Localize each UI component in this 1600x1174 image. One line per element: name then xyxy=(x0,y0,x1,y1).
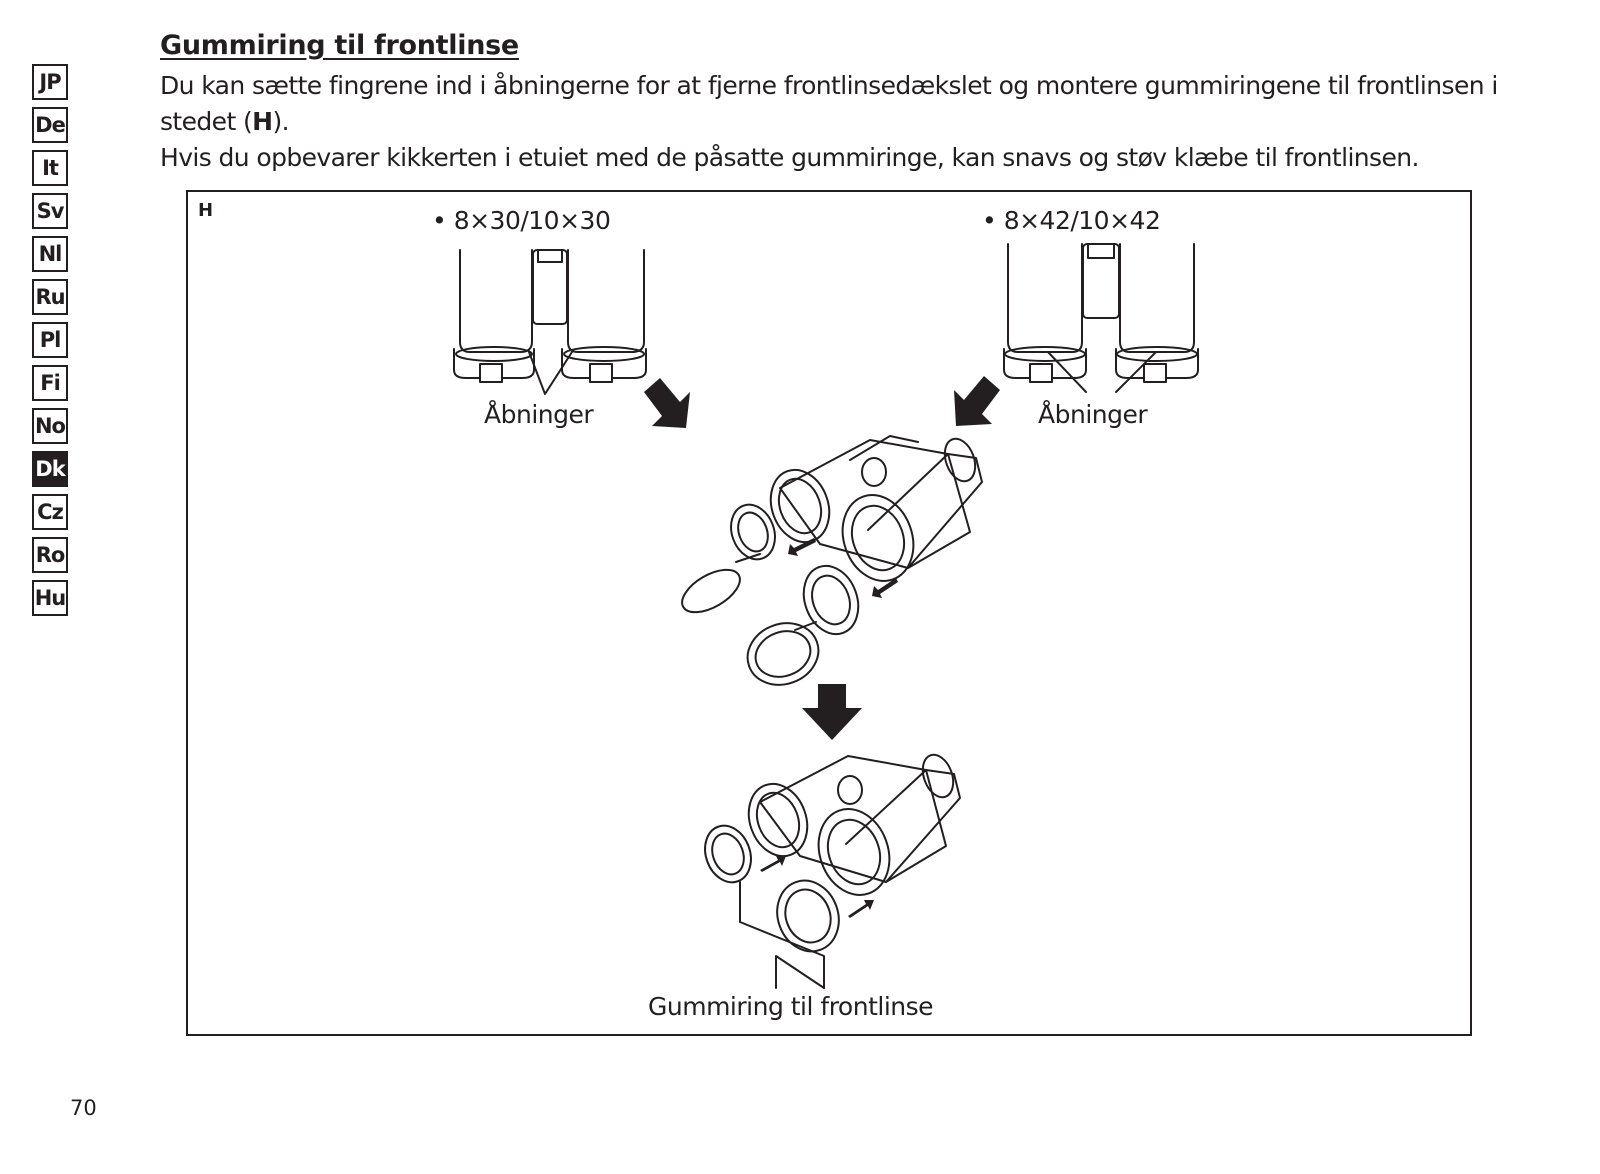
arrow-down-left xyxy=(954,376,1000,426)
binocular-with-caps xyxy=(681,435,983,686)
language-tab-no[interactable]: No xyxy=(32,408,68,444)
page-number: 70 xyxy=(70,1096,97,1120)
language-tab-jp[interactable]: JP xyxy=(32,64,68,100)
paragraph-1: Du kan sætte fingrene ind i åbningerne f… xyxy=(160,68,1580,140)
paragraph-2: Hvis du opbevarer kikkerten i etuiet med… xyxy=(160,143,1419,172)
large-binocular-front-view xyxy=(1003,243,1199,383)
ring-caption-leader xyxy=(739,881,825,989)
language-tab-list: JP De It Sv Nl Ru Pl Fi No Dk Cz Ro Hu xyxy=(32,64,72,623)
small-arrow-left-lens xyxy=(788,538,816,556)
language-tab-ru[interactable]: Ru xyxy=(32,279,68,315)
binocular-with-rubber-rings xyxy=(704,753,961,953)
language-tab-ro[interactable]: Ro xyxy=(32,537,68,573)
figure-label: H xyxy=(198,200,214,221)
paragraph-1-text: Du kan sætte fingrene ind i åbningerne f… xyxy=(160,71,1498,136)
section-body: Du kan sætte fingrene ind i åbningerne f… xyxy=(160,68,1580,176)
ring-caption: Gummiring til frontlinse xyxy=(648,992,934,1021)
language-tab-cz[interactable]: Cz xyxy=(32,494,68,530)
language-tab-it[interactable]: It xyxy=(32,150,68,186)
language-tab-pl[interactable]: Pl xyxy=(32,322,68,358)
openings-label-right: Åbninger xyxy=(1038,400,1148,429)
section-title: Gummiring til frontlinse xyxy=(160,30,519,61)
paragraph-1-end: ). xyxy=(272,107,290,136)
small-arrow-right-lens xyxy=(872,578,898,598)
openings-leader-left xyxy=(528,351,573,395)
openings-leader-right xyxy=(1047,351,1157,393)
arrow-down xyxy=(802,684,862,740)
small-binocular-front-view xyxy=(453,249,647,383)
figure-reference: H xyxy=(252,107,273,136)
arrow-down-right xyxy=(644,378,690,428)
language-tab-hu[interactable]: Hu xyxy=(32,580,68,616)
model-label-8x30: • 8×30/10×30 xyxy=(432,206,611,235)
language-tab-fi[interactable]: Fi xyxy=(32,365,68,401)
openings-label-left: Åbninger xyxy=(484,400,594,429)
small-arrow-ring-right xyxy=(848,900,874,918)
figure-h: H • 8×30/10×30 • 8×42/10×42 Åbninger Åbn… xyxy=(186,190,1472,1036)
language-tab-sv[interactable]: Sv xyxy=(32,193,68,229)
language-tab-nl[interactable]: Nl xyxy=(32,236,68,272)
language-tab-dk[interactable]: Dk xyxy=(32,451,68,487)
binocular-illustration xyxy=(453,243,1199,989)
small-arrow-ring-left xyxy=(760,856,786,872)
language-tab-de[interactable]: De xyxy=(32,107,68,143)
model-label-8x42: • 8×42/10×42 xyxy=(982,206,1161,235)
